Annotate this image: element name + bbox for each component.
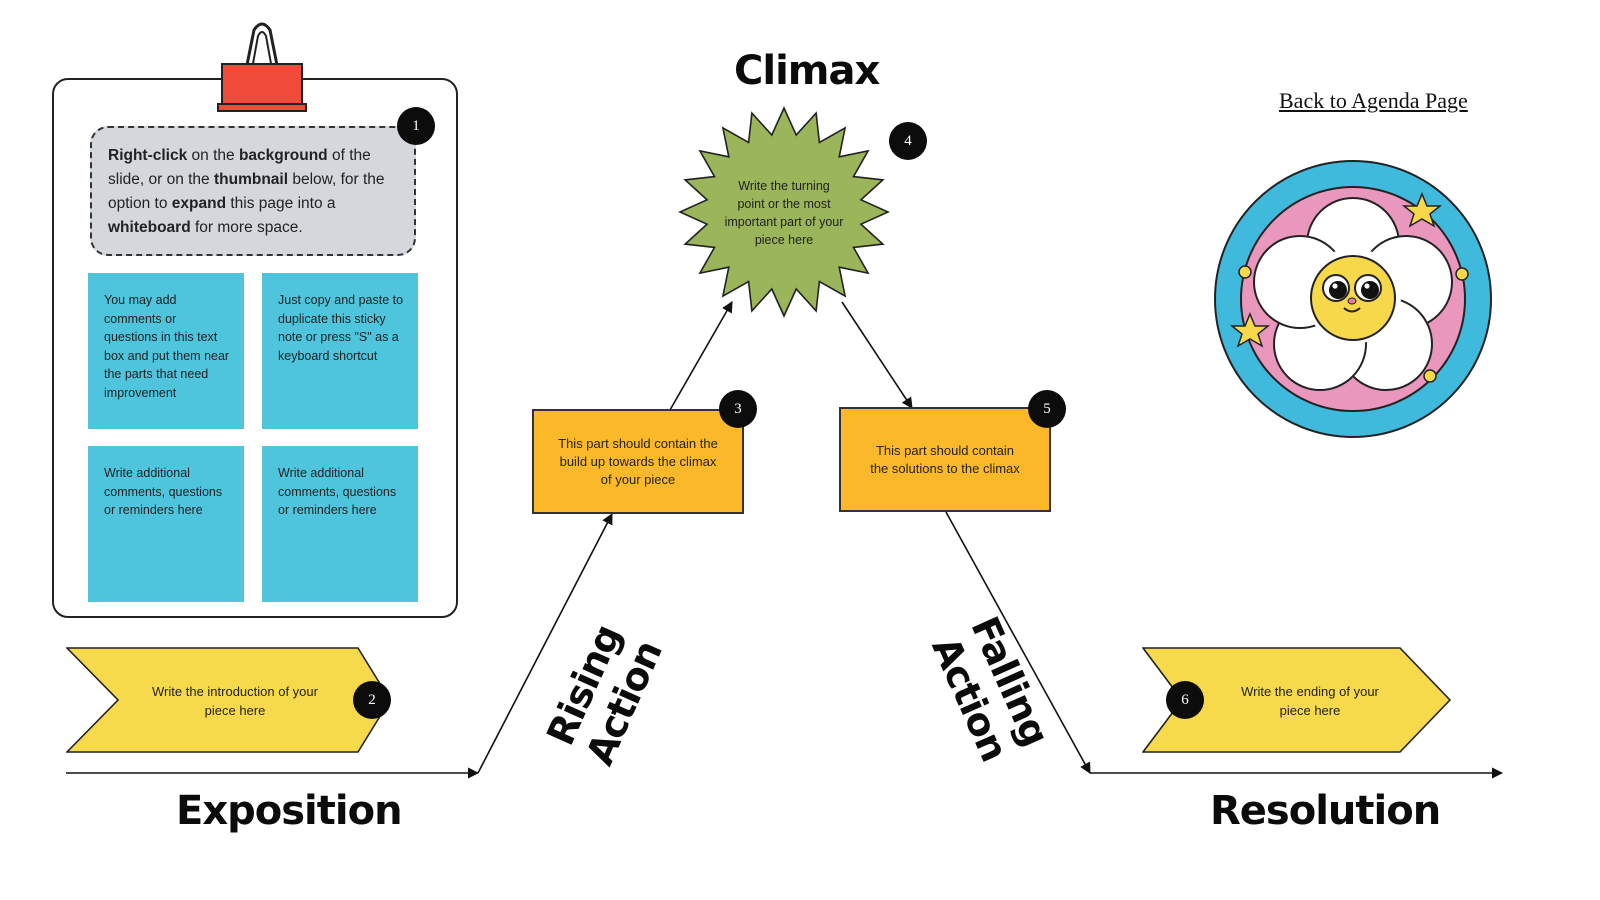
info-bold-7: expand [171, 195, 227, 212]
rising-to-climax-line [669, 301, 733, 411]
rising-action-line [477, 513, 613, 774]
instruction-box: Right-click on the background of the sli… [90, 126, 416, 256]
climax-to-falling-line [841, 301, 913, 409]
info-text-4: of the slide, or on the [108, 147, 371, 188]
info-bold-9: whiteboard [108, 219, 191, 236]
exposition-arrow-shape [66, 647, 391, 753]
resolution-label: Resolution [1210, 788, 1441, 834]
falling-action-note[interactable]: This part should contain the solutions t… [839, 407, 1051, 512]
resolution-note[interactable]: Write the ending of your piece here [1241, 684, 1379, 718]
info-text-6: below, for the option to [108, 171, 385, 212]
info-bold-5: thumbnail [213, 171, 289, 188]
step-badge-1: 1 [397, 107, 435, 145]
climax-title: Climax [734, 48, 880, 94]
step-badge-2: 2 [353, 681, 391, 719]
smiling-flower-sticker-icon [1214, 160, 1492, 438]
sticky-note[interactable]: You may add comments or questions in thi… [88, 273, 244, 429]
step-badge-5: 5 [1028, 390, 1066, 428]
rising-action-note[interactable]: This part should contain the build up to… [532, 409, 744, 514]
climax-starburst-shape [678, 106, 890, 318]
sticky-note[interactable]: Just copy and paste to duplicate this st… [262, 273, 418, 429]
info-text-10: for more space. [190, 219, 303, 236]
falling-action-line [945, 511, 1091, 774]
info-bold-1: Right-click [108, 147, 188, 164]
step-badge-6: 6 [1166, 681, 1204, 719]
sticky-note[interactable]: Write additional comments, questions or … [88, 446, 244, 602]
step-badge-4: 4 [889, 122, 927, 160]
binder-clip-icon [217, 22, 307, 112]
climax-note[interactable]: Write the turning point or the most impo… [724, 179, 844, 247]
info-text-8: this page into a [226, 195, 336, 212]
sticky-note[interactable]: Write additional comments, questions or … [262, 446, 418, 602]
step-badge-3: 3 [719, 390, 757, 428]
back-to-agenda-link[interactable]: Back to Agenda Page [1279, 88, 1468, 113]
info-text-2: on the [187, 147, 239, 164]
info-bold-3: background [238, 147, 328, 164]
exposition-label: Exposition [176, 788, 403, 834]
exposition-note[interactable]: Write the introduction of your piece her… [152, 684, 318, 718]
